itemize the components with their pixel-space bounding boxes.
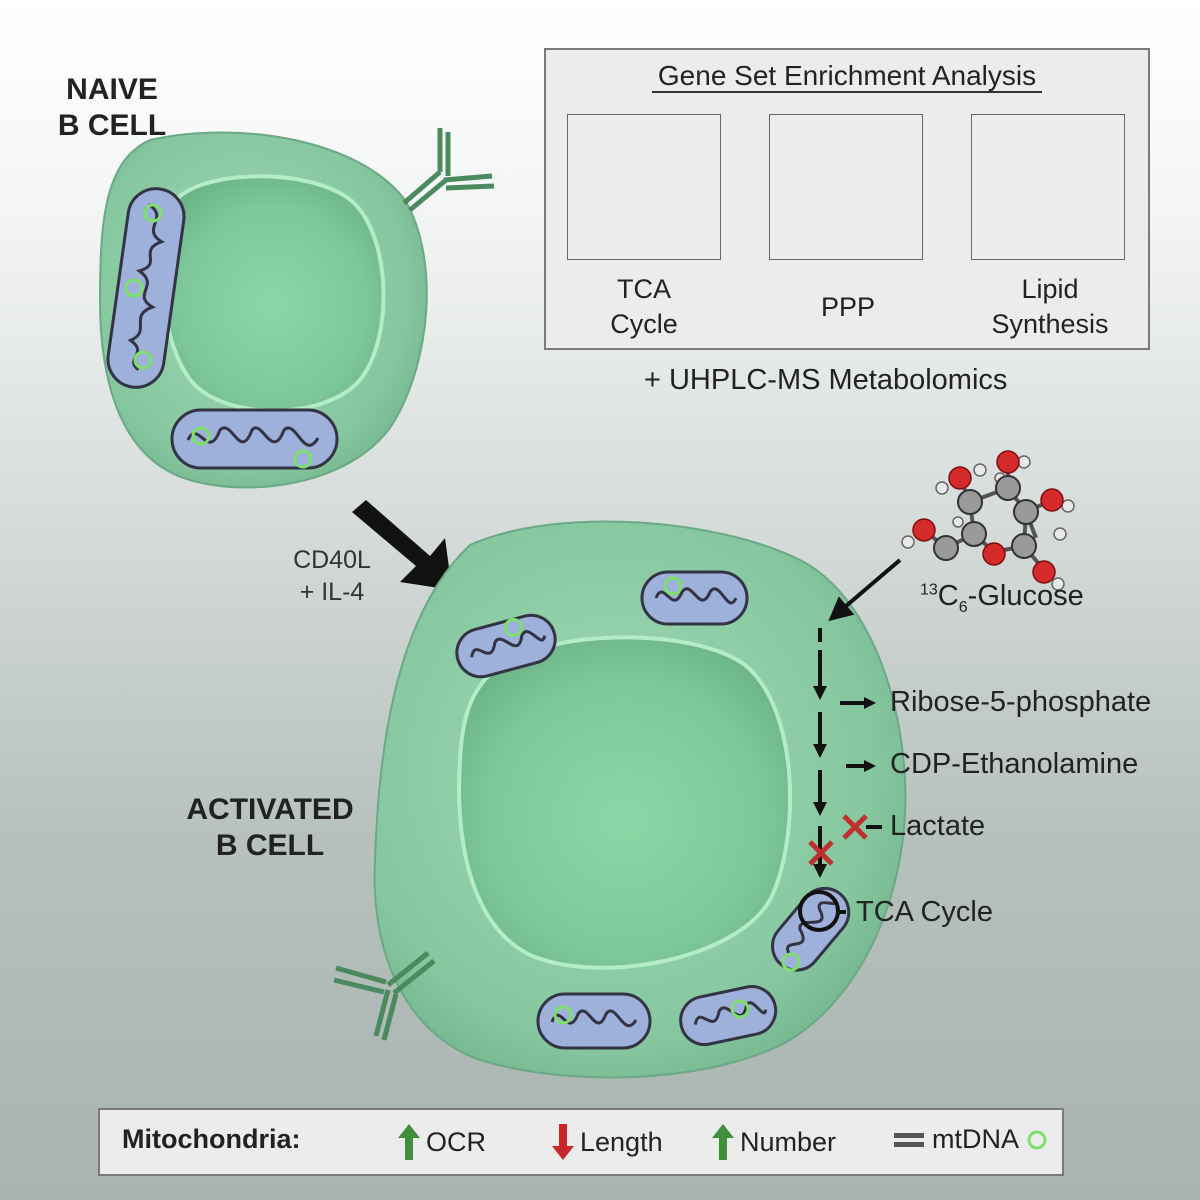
ribose-5-phosphate-label: Ribose-5-phosphate: [890, 686, 1152, 718]
tca-cycle-label: TCA Cycle: [856, 896, 993, 928]
naive-label-line-1: NAIVE: [66, 73, 158, 106]
stimulation-line-1: CD40L: [293, 546, 371, 574]
mtdna-ring-icon: [1027, 1130, 1047, 1149]
legend-number-label: Number: [740, 1126, 837, 1157]
legend-heading: Mitochondria:: [122, 1124, 301, 1154]
activated-mitochondrion-1: [455, 613, 557, 679]
activation-arrow-icon: [352, 500, 452, 590]
naive-mitochondrion-1: [106, 187, 186, 389]
gsea-plot-lipid: [971, 114, 1125, 260]
legend-mtdna-label: mtDNA: [932, 1124, 1019, 1154]
naive-label-line-2: B CELL: [57, 109, 167, 142]
up-arrow-icon: [398, 1124, 420, 1160]
gsea-plot-ppp: [769, 114, 923, 260]
cdp-ethanolamine-label: CDP-Ethanolamine: [890, 748, 1139, 780]
legend-mtdna: mtDNA: [892, 1124, 1049, 1155]
glucose-tracer-label: 13C6-Glucose: [920, 580, 1084, 616]
activated-antibody-icon: [333, 951, 436, 1041]
tca-blocked-cross: [808, 840, 834, 866]
glucose-uptake-arrow: [828, 558, 902, 622]
naive-b-cell-label: NAIVE B CELL: [52, 72, 172, 144]
gsea-label-lipid: Lipid Synthesis: [991, 274, 1109, 339]
gsea-label-tca: TCA Cycle: [610, 274, 678, 339]
legend-ocr: OCR: [398, 1124, 486, 1160]
naive-mitochondrion-2: [170, 408, 339, 470]
activated-mitochondrion-3: [536, 992, 652, 1050]
lactate-label: Lactate: [890, 810, 986, 842]
naive-nucleus: [159, 174, 386, 413]
naive-antibody-icon: [402, 128, 495, 212]
activated-mitochondrion-2: [640, 570, 749, 626]
metabolic-pathway-arrows: [813, 628, 876, 914]
activated-mitochondrion-4: [679, 985, 778, 1047]
down-arrow-icon: [552, 1124, 574, 1160]
equal-sign-icon: [894, 1132, 924, 1147]
activated-nucleus: [457, 635, 793, 970]
tca-cycle-circle-icon: [798, 890, 840, 932]
gsea-panel: Gene Set Enrichment Analysis TCA Cycle P…: [544, 48, 1150, 350]
lactate-blocked-cross: [842, 814, 868, 840]
legend-number: Number: [712, 1124, 836, 1160]
gsea-plot-tca: [567, 114, 721, 260]
legend-ocr-label: OCR: [426, 1126, 486, 1157]
gsea-label-ppp: PPP: [820, 292, 876, 322]
legend-length: Length: [552, 1124, 663, 1160]
activated-b-cell-label: ACTIVATED B CELL: [170, 792, 370, 864]
naive-b-cell: [98, 128, 495, 489]
stimulation-line-2: + IL-4: [299, 578, 365, 606]
gsea-title: Gene Set Enrichment Analysis: [546, 60, 1148, 93]
metabolomics-label: + UHPLC-MS Metabolomics: [644, 364, 1008, 396]
mitochondria-legend: Mitochondria: OCR Length Number mtDNA: [98, 1108, 1064, 1176]
activated-label-line-1: ACTIVATED: [186, 793, 354, 826]
up-arrow-icon: [712, 1124, 734, 1160]
glucose-molecule-icon: [901, 450, 1075, 591]
stimulation-label: CD40L + IL-4: [282, 544, 382, 608]
legend-length-label: Length: [580, 1126, 663, 1157]
activated-label-line-2: B CELL: [215, 829, 325, 862]
activated-b-cell: [333, 520, 907, 1079]
